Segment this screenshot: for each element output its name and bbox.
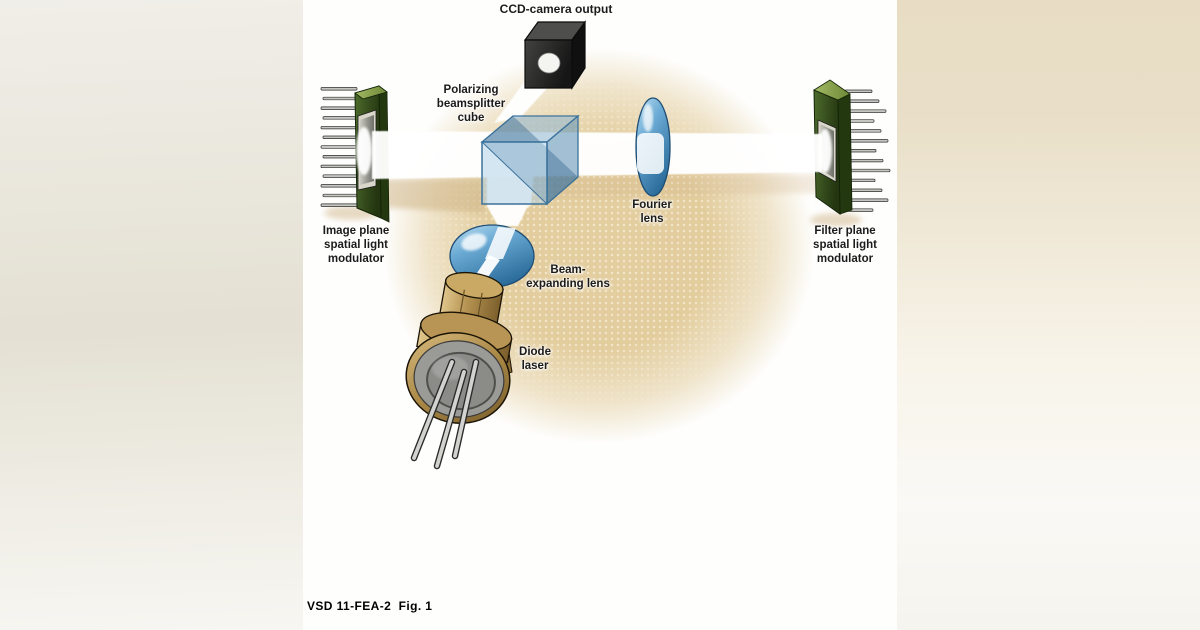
label-line: CCD-camera output bbox=[499, 2, 613, 16]
label-line: modulator bbox=[327, 253, 385, 265]
figure-caption: VSD 11-FEA-2 Fig. 1 bbox=[307, 599, 433, 613]
label-line: Filter plane bbox=[814, 225, 876, 237]
label-line: cube bbox=[457, 112, 485, 124]
label-line: Polarizing bbox=[443, 84, 499, 96]
label-line: expanding lens bbox=[526, 278, 610, 290]
label-line: Image plane bbox=[322, 225, 390, 237]
label-line: spatial light bbox=[324, 239, 388, 251]
label-beamsplitter: Polarizing beamsplitter cube bbox=[437, 83, 505, 125]
label-line: lens bbox=[640, 213, 664, 225]
label-line: Fourier bbox=[632, 199, 672, 211]
tan-glow-background bbox=[303, 0, 897, 630]
label-diode-laser: Diode laser bbox=[519, 345, 551, 373]
label-filter-plane-slm: Filter plane spatial light modulator bbox=[813, 224, 877, 266]
label-line: Beam- bbox=[550, 264, 586, 276]
label-line: modulator bbox=[816, 253, 874, 265]
label-fourier-lens: Fourier lens bbox=[632, 198, 672, 226]
label-beam-expanding-lens: Beam- expanding lens bbox=[526, 263, 610, 291]
label-line: spatial light bbox=[813, 239, 877, 251]
background-left-gradient bbox=[0, 0, 303, 630]
label-image-plane-slm: Image plane spatial light modulator bbox=[323, 224, 389, 266]
background-right-gradient bbox=[897, 0, 1200, 630]
label-line: Diode bbox=[519, 346, 551, 358]
optical-diagram-figure bbox=[303, 0, 897, 630]
label-layer: CCD-camera output Polarizing beamsplitte… bbox=[303, 0, 897, 630]
label-line: laser bbox=[521, 360, 549, 372]
label-ccd-output: CCD-camera output bbox=[500, 2, 613, 16]
label-line: beamsplitter bbox=[436, 98, 506, 110]
